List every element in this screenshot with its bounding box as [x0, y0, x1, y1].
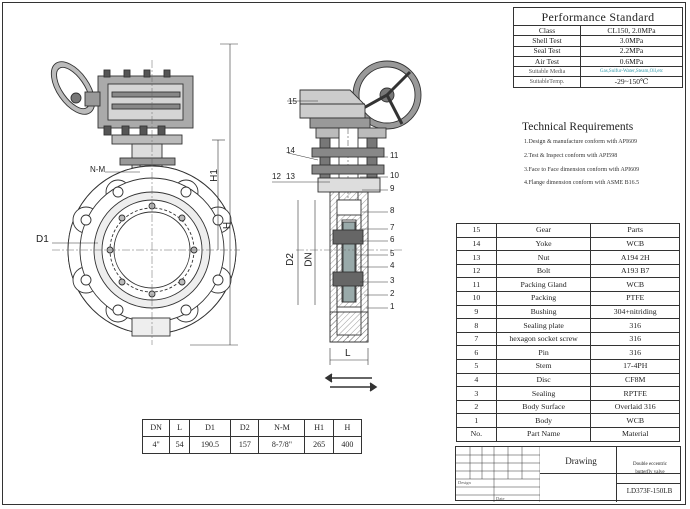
label-14: 14 [286, 146, 295, 155]
label-nm: N-M [90, 165, 106, 174]
technical-requirements: Technical Requirements 1.Design & manufa… [522, 121, 682, 194]
title-block: Design Date Drawing Double eccentric but… [455, 446, 681, 502]
side-view [272, 60, 422, 392]
title-divider [540, 473, 680, 474]
front-gearbox [84, 69, 194, 136]
label-dn: DN [303, 252, 315, 267]
balloon-5: 5 [390, 249, 395, 258]
requirement-item: 2.Test & Inspect conform with API598 [524, 152, 618, 159]
label-12: 12 [272, 172, 281, 181]
balloon-4: 4 [390, 261, 395, 270]
label-d2: D2 [284, 253, 296, 266]
balloon-9: 9 [390, 184, 395, 193]
label-h1: H1 [208, 169, 220, 182]
sheet-frame [2, 2, 686, 505]
performance-standard-title: Performance Standard [513, 7, 683, 26]
date-label: Date [496, 496, 505, 501]
table-row: SuitableTemp.-29~150℃ [513, 76, 683, 88]
side-gearbox [299, 89, 371, 129]
side-handwheel [352, 60, 422, 130]
balloon-3: 3 [390, 276, 395, 285]
label-d1: D1 [36, 234, 49, 245]
valve-description: Double eccentric butterfly valve [632, 462, 667, 475]
balloon-2: 2 [390, 289, 395, 298]
label-h: H [222, 221, 234, 230]
side-yoke [311, 127, 387, 340]
balloon-6: 6 [390, 235, 395, 244]
balloon-1: 1 [390, 302, 395, 311]
balloon-10: 10 [390, 171, 399, 180]
title-divider-2 [616, 483, 680, 484]
design-label: Design [458, 480, 471, 485]
label-l: L [345, 348, 351, 359]
front-view [50, 43, 240, 346]
balloon-8: 8 [390, 206, 395, 215]
requirement-item: 3.Face to Face dimension conform with AP… [524, 166, 640, 173]
flow-arrows [324, 373, 378, 392]
label-13: 13 [286, 172, 295, 181]
dimensions-header-row: DN L D1 D2 N-M H1 H [141, 419, 363, 437]
requirement-item: 1.Design & manufacture conform with API6… [524, 139, 637, 145]
title-divider-v [616, 447, 617, 502]
front-handwheel [50, 61, 96, 115]
drawing-label: Drawing [565, 456, 597, 466]
technical-requirements-title: Technical Requirements [522, 121, 634, 133]
title-block-grid [456, 447, 540, 502]
dimensions-value-row: 4" 54 190.5 157 8-7/8" 265 400 [141, 436, 363, 454]
balloon-11: 11 [390, 151, 399, 160]
requirement-item: 4.Flange dimension conform with ASME B16… [524, 180, 640, 187]
drawing-code: LD373F-150LB [626, 487, 673, 495]
balloon-7: 7 [390, 223, 395, 232]
dimensions-table: DN L D1 D2 N-M H1 H 4" 54 190.5 157 8-7/… [141, 419, 363, 454]
label-15: 15 [288, 97, 297, 106]
